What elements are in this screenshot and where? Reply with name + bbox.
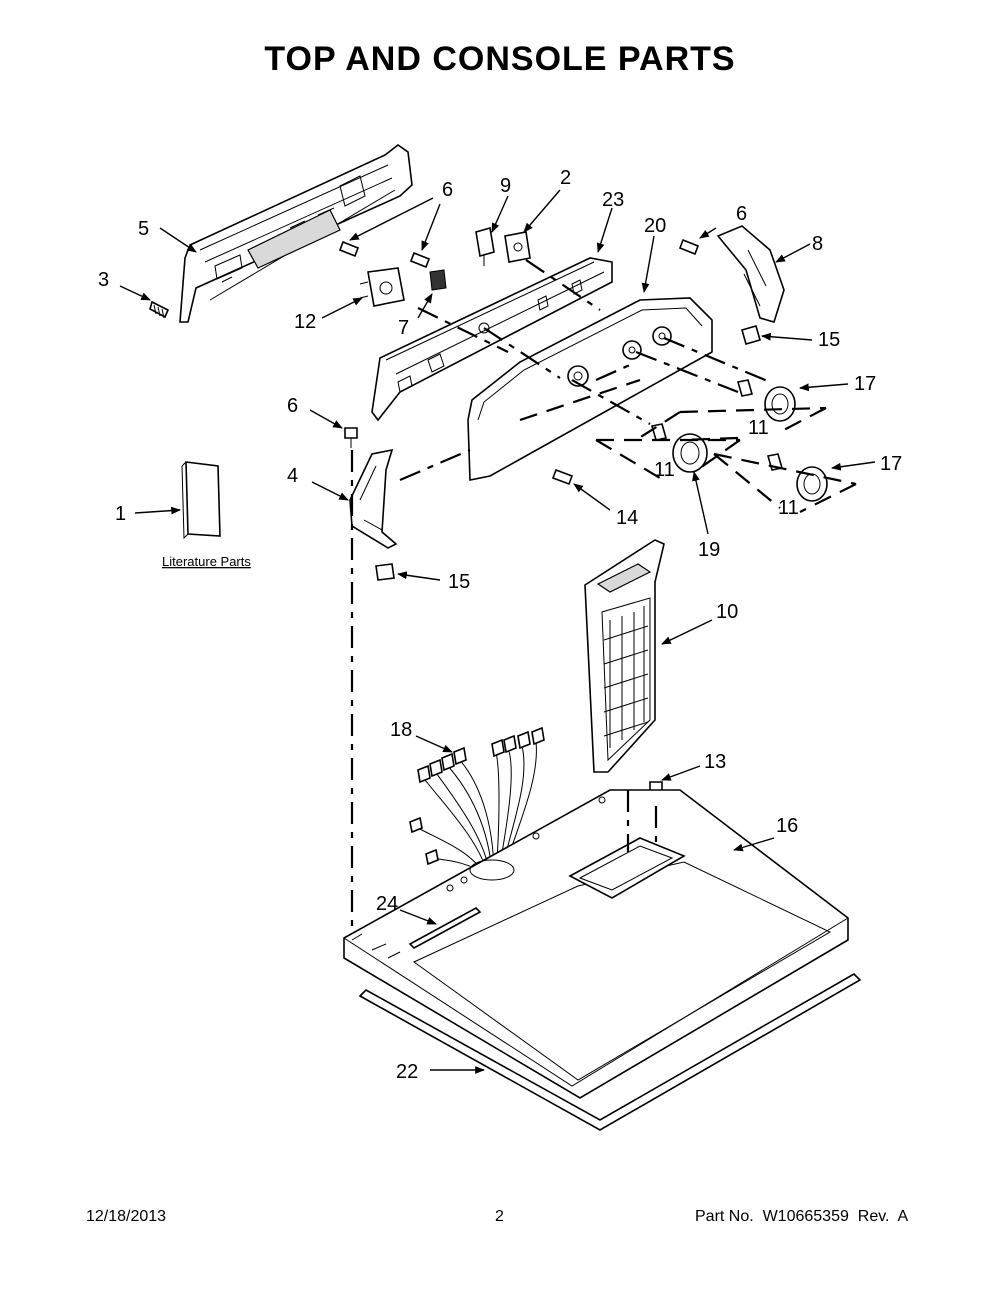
end-cap-8 bbox=[716, 225, 785, 323]
callout-24: 24 bbox=[376, 893, 398, 915]
strip-24 bbox=[408, 907, 482, 949]
lint-screen-10 bbox=[584, 539, 665, 773]
clip-15-right bbox=[741, 325, 761, 345]
footer-page-number: 2 bbox=[495, 1208, 504, 1225]
switch-7 bbox=[429, 269, 447, 291]
console-back-panel bbox=[179, 144, 413, 323]
callout-11: 11 bbox=[654, 459, 675, 481]
screw-14 bbox=[551, 468, 574, 486]
switch-2 bbox=[504, 231, 531, 263]
callout-9: 9 bbox=[500, 175, 511, 197]
callout-6: 6 bbox=[736, 203, 747, 225]
screw-6-left bbox=[338, 240, 360, 258]
footer-date: 12/18/2013 bbox=[86, 1208, 167, 1225]
callout-1: 1 bbox=[115, 503, 126, 525]
page-title: TOP AND CONSOLE PARTS bbox=[264, 40, 736, 78]
clip-15-left bbox=[375, 563, 395, 581]
timer-12 bbox=[359, 267, 405, 307]
callout-23: 23 bbox=[602, 189, 624, 211]
insert-11-b bbox=[650, 423, 668, 441]
top-cover-16 bbox=[343, 789, 849, 1099]
callout-12: 12 bbox=[294, 311, 316, 333]
callout-22: 22 bbox=[396, 1061, 418, 1083]
callout-15: 15 bbox=[448, 571, 470, 593]
callout-8: 8 bbox=[812, 233, 823, 255]
callout-13: 13 bbox=[704, 751, 726, 773]
screw-6-mid bbox=[409, 251, 431, 269]
literature-parts-label: Literature Parts bbox=[162, 554, 251, 569]
callout-17: 17 bbox=[880, 453, 902, 475]
leader-arrows bbox=[119, 189, 876, 1074]
seal-22 bbox=[358, 973, 862, 1131]
callout-20: 20 bbox=[644, 215, 666, 237]
knob-17-upper bbox=[764, 386, 796, 422]
alignment-lines bbox=[350, 259, 857, 932]
wire-harness-18 bbox=[409, 726, 545, 877]
callout-labels: 5 3 6 9 2 23 20 6 8 15 17 11 17 11 11 12… bbox=[98, 167, 902, 1083]
callout-6: 6 bbox=[287, 395, 298, 417]
callout-16: 16 bbox=[776, 815, 798, 837]
callout-3: 3 bbox=[98, 269, 109, 291]
callout-11: 11 bbox=[748, 417, 769, 439]
callout-5: 5 bbox=[138, 218, 149, 240]
callout-6: 6 bbox=[442, 179, 453, 201]
callout-7: 7 bbox=[398, 317, 409, 339]
end-cap-4 bbox=[349, 448, 398, 549]
screw-3 bbox=[149, 300, 170, 319]
callout-15: 15 bbox=[818, 329, 840, 351]
literature-book-1 bbox=[181, 461, 221, 540]
switch-9 bbox=[475, 226, 495, 266]
screw-6-right bbox=[678, 238, 700, 256]
footer-part-number: Part No. W10665359 Rev. A bbox=[695, 1208, 909, 1225]
callout-18: 18 bbox=[390, 719, 412, 741]
callout-11: 11 bbox=[778, 497, 799, 519]
callout-10: 10 bbox=[716, 601, 738, 623]
callout-19: 19 bbox=[698, 539, 720, 561]
callout-4: 4 bbox=[287, 465, 298, 487]
callout-2: 2 bbox=[560, 167, 571, 189]
screw-6-lower bbox=[344, 427, 358, 448]
knob-19 bbox=[672, 433, 708, 473]
callout-17: 17 bbox=[854, 373, 876, 395]
insert-11-a bbox=[736, 379, 754, 397]
callout-14: 14 bbox=[616, 507, 638, 529]
